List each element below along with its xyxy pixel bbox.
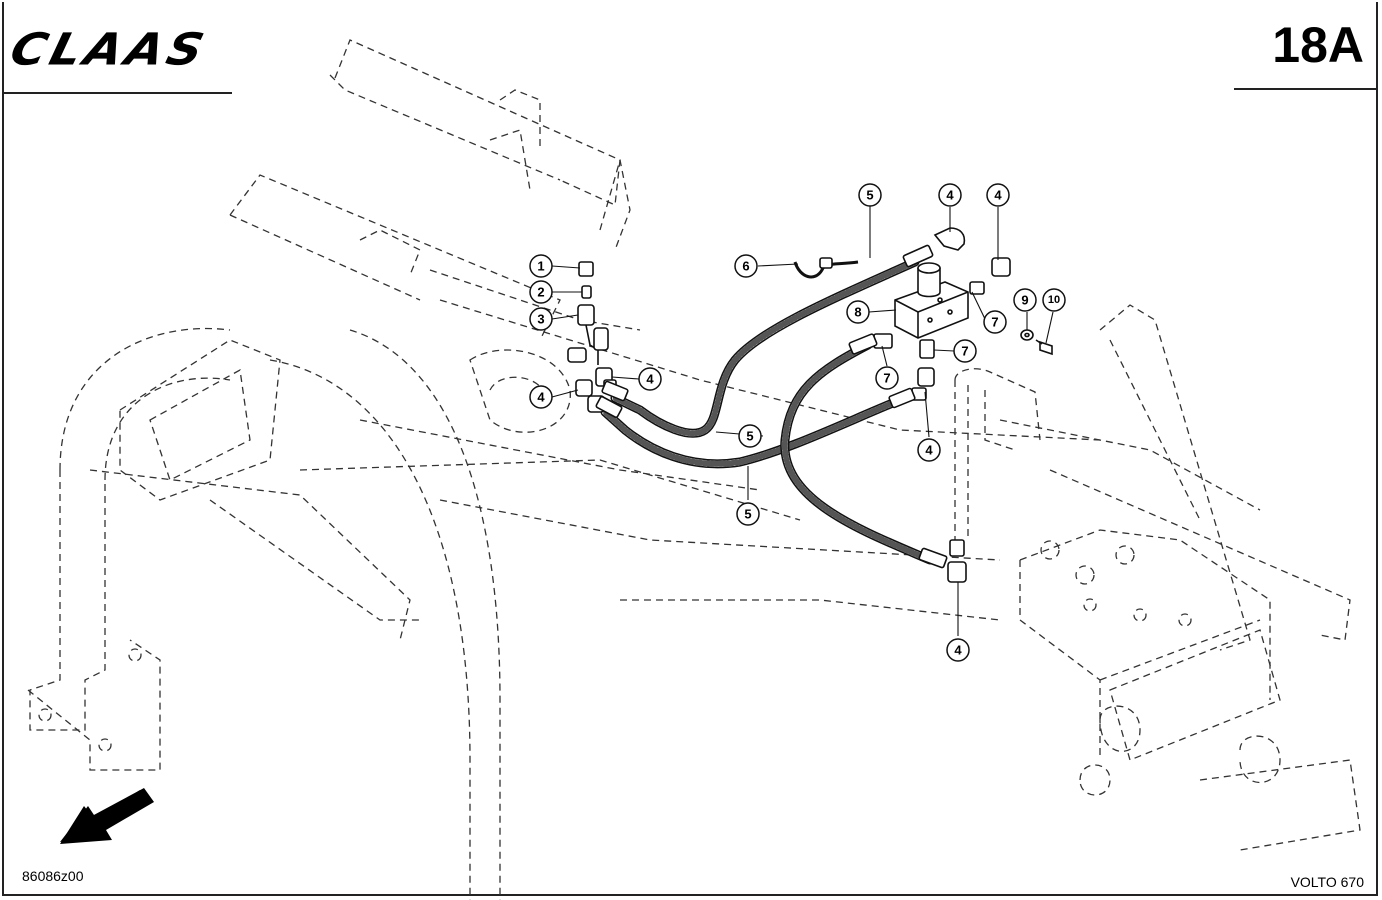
svg-text:7: 7: [883, 371, 890, 386]
callout-1: 1: [529, 254, 553, 278]
sheet-number: 18A: [1272, 17, 1364, 73]
sheet-number-underline: [1234, 88, 1378, 90]
fittings: [567, 227, 1053, 583]
callout-7: 7: [983, 310, 1007, 334]
hydraulic-hoses: [600, 257, 935, 565]
machine-frame-phantom: [27, 39, 1361, 900]
svg-text:5: 5: [744, 507, 751, 522]
callout-6: 6: [734, 254, 758, 278]
logo-underline: [4, 92, 232, 94]
svg-text:10: 10: [1048, 294, 1060, 306]
callout-4: 4: [946, 638, 970, 662]
svg-text:4: 4: [946, 188, 954, 203]
callout-4: 4: [986, 183, 1010, 207]
svg-text:4: 4: [646, 372, 654, 387]
svg-text:1: 1: [537, 259, 544, 274]
svg-text:6: 6: [742, 259, 749, 274]
callout-10: 10: [1042, 288, 1066, 312]
callout-7: 7: [953, 339, 977, 363]
svg-text:2: 2: [537, 285, 544, 300]
callout-4: 4: [917, 438, 941, 462]
svg-text:8: 8: [854, 305, 861, 320]
svg-text:5: 5: [866, 188, 873, 203]
callout-5: 5: [736, 502, 760, 526]
cable-tie-6: [793, 260, 859, 279]
svg-text:5: 5: [746, 429, 753, 444]
callout-7: 7: [875, 366, 899, 390]
svg-text:7: 7: [961, 344, 968, 359]
svg-text:4: 4: [954, 643, 962, 658]
svg-text:4: 4: [994, 188, 1002, 203]
callout-2: 2: [529, 280, 553, 304]
svg-text:3: 3: [537, 312, 544, 327]
svg-text:7: 7: [991, 315, 998, 330]
direction-arrow-icon: [60, 788, 154, 844]
svg-text:9: 9: [1021, 293, 1028, 308]
drawing-code: 86086z00: [22, 868, 84, 884]
callout-4: 4: [638, 367, 662, 391]
callout-9: 9: [1013, 288, 1037, 312]
callouts: 1 2 3 4 4 4 4: [529, 183, 1066, 662]
svg-text:4: 4: [925, 443, 933, 458]
valve-block-8: [894, 281, 969, 339]
callout-5: 5: [738, 424, 762, 448]
svg-text:4: 4: [537, 390, 545, 405]
model-name: VOLTO 670: [1290, 874, 1364, 890]
leader-lines: [551, 206, 1054, 636]
callout-3: 3: [529, 307, 553, 331]
callout-4: 4: [938, 183, 962, 207]
callout-5: 5: [858, 183, 882, 207]
callout-4: 4: [529, 385, 553, 409]
callout-8: 8: [846, 300, 870, 324]
